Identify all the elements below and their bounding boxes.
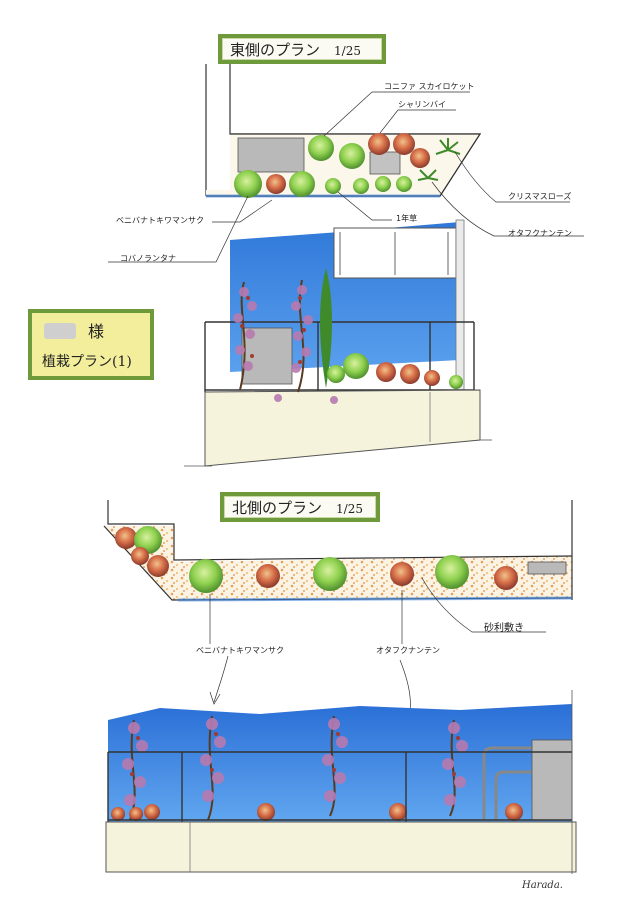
label-camellia: シャリンバイ xyxy=(398,100,446,109)
label-star-jasmine-east: ベニバナトキワマンサク xyxy=(116,216,204,225)
east-elevation xyxy=(184,219,492,467)
east-plan-title: 東側のプラン 1/25 xyxy=(218,34,386,64)
label-gravel: 砂利敷き xyxy=(484,623,524,634)
east-outdoor-unit xyxy=(237,137,305,173)
label-christmas-rose: クリスマスローズ xyxy=(508,192,572,201)
designer-signature: Harada. xyxy=(522,880,563,891)
east-plan-view xyxy=(108,64,584,263)
east-plan-scale: 1/25 xyxy=(334,44,361,58)
north-plan-title: 北側のプラン 1/25 xyxy=(220,492,380,522)
east-climbers xyxy=(233,279,338,404)
east-plan-title-text: 東側のプラン xyxy=(230,41,321,59)
client-honorific: 様 xyxy=(88,322,105,341)
label-conifer: コニファ スカイロケット xyxy=(384,82,475,91)
client-name-redacted xyxy=(44,323,76,339)
north-plan-view xyxy=(103,500,573,733)
client-card: 様 植栽プラン(1) xyxy=(28,309,154,380)
north-outdoor-unit xyxy=(531,739,573,821)
label-annual: 1年草 xyxy=(396,214,418,223)
label-nandina-north: オタフクナンテン xyxy=(376,646,440,655)
north-climbers xyxy=(122,715,468,821)
label-nandina-east: オタフクナンテン xyxy=(508,229,572,238)
east-conifer xyxy=(320,268,332,388)
north-plan-scale: 1/25 xyxy=(336,502,363,516)
north-elevation xyxy=(105,690,577,874)
label-star-jasmine-north: ベニバナトキワマンサク xyxy=(196,646,284,655)
east-utility-box xyxy=(369,151,401,175)
north-drain-pipe xyxy=(482,746,534,820)
north-plan-title-text: 北側のプラン xyxy=(232,499,323,517)
label-lantana: コバノランタナ xyxy=(120,254,176,263)
plan-title: 植栽プラン(1) xyxy=(42,354,132,370)
